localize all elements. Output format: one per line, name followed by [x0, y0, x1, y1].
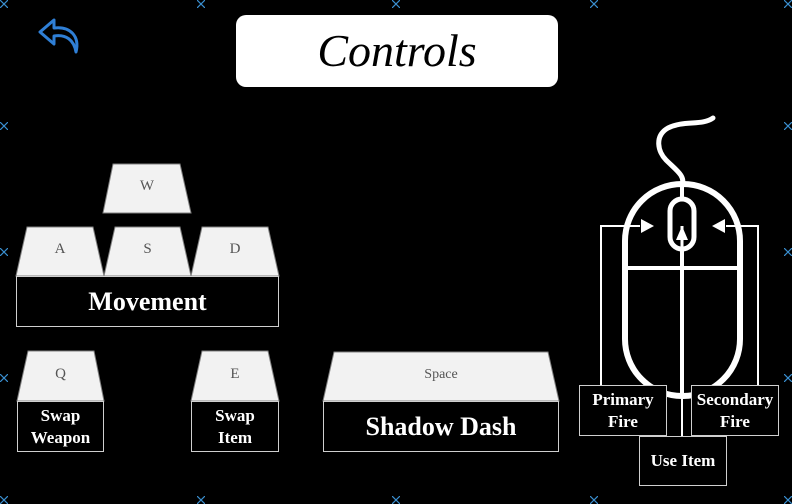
shadow-dash-label: Shadow Dash — [365, 411, 517, 441]
key-q — [16, 350, 105, 402]
swap-item-line2: Item — [218, 427, 252, 447]
swap-item-box: Swap Item — [191, 401, 279, 452]
back-arrow-icon[interactable] — [36, 10, 84, 56]
shadow-dash-box: Shadow Dash — [323, 401, 559, 452]
anchor-marker — [0, 496, 8, 504]
anchor-marker — [197, 496, 205, 504]
use-item-label: Use Item — [650, 451, 716, 470]
anchor-marker — [784, 496, 792, 504]
anchor-marker — [0, 122, 8, 130]
key-e — [190, 350, 280, 402]
anchor-marker — [392, 496, 400, 504]
anchor-marker — [0, 0, 8, 8]
anchor-marker — [784, 0, 792, 8]
anchor-marker — [197, 0, 205, 8]
anchor-marker — [784, 122, 792, 130]
anchor-marker — [784, 374, 792, 382]
anchor-marker — [590, 0, 598, 8]
movement-label-box: Movement — [16, 276, 279, 327]
primary-fire-box: Primary Fire — [579, 385, 667, 436]
key-a-label: A — [54, 241, 66, 257]
swap-weapon-line1: Swap — [40, 405, 81, 425]
secondary-fire-line1: Secondary — [696, 389, 774, 409]
anchor-marker — [392, 0, 400, 8]
primary-fire-line2: Fire — [608, 411, 638, 431]
movement-label: Movement — [88, 286, 207, 316]
anchor-marker — [0, 374, 8, 382]
anchor-marker — [0, 248, 8, 256]
key-d — [190, 226, 280, 277]
key-e-label: E — [230, 366, 240, 382]
key-w-label: W — [139, 178, 155, 194]
key-q-label: Q — [55, 366, 66, 382]
primary-fire-line1: Primary — [592, 389, 654, 409]
page-title: Controls — [317, 25, 477, 76]
swap-weapon-box: Swap Weapon — [17, 401, 104, 452]
key-space-label: Space — [424, 367, 458, 382]
key-d-label: D — [229, 241, 241, 257]
anchor-marker — [590, 496, 598, 504]
use-item-box: Use Item — [639, 436, 727, 486]
key-s-label: S — [143, 241, 152, 257]
key-w — [102, 163, 192, 214]
swap-weapon-line2: Weapon — [30, 427, 91, 447]
secondary-fire-box: Secondary Fire — [691, 385, 779, 436]
key-space — [322, 351, 560, 402]
mouse-icon — [600, 115, 759, 436]
secondary-fire-line2: Fire — [720, 411, 750, 431]
swap-item-line1: Swap — [215, 405, 255, 425]
anchor-marker — [784, 248, 792, 256]
title-box — [236, 15, 558, 87]
